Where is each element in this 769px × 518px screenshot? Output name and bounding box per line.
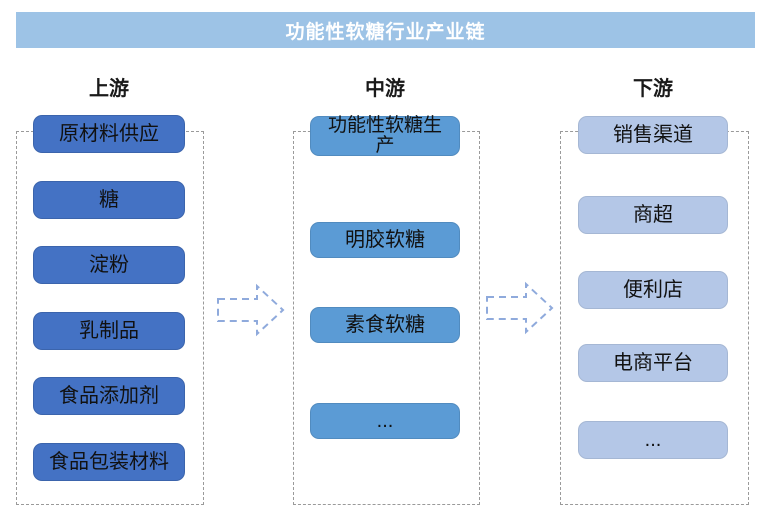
downstream-item-ecommerce-platform: 电商平台 <box>578 344 728 382</box>
upstream-item-starch: 淀粉 <box>33 246 185 284</box>
midstream-item-gummy-production: 功能性软糖生产 <box>310 116 460 156</box>
upstream-item-sugar: 糖 <box>33 181 185 219</box>
flow-arrow-midstream-to-downstream-icon <box>486 281 554 335</box>
diagram-title: 功能性软糖行业产业链 <box>16 12 755 48</box>
column-header-midstream: 中游 <box>365 78 405 100</box>
midstream-item-vegan-gummy: 素食软糖 <box>310 307 460 343</box>
midstream-item-ellipsis: ... <box>310 403 460 439</box>
downstream-item-sales-channels: 销售渠道 <box>578 116 728 154</box>
upstream-item-dairy: 乳制品 <box>33 312 185 350</box>
upstream-item-food-additives: 食品添加剂 <box>33 377 185 415</box>
column-header-upstream: 上游 <box>89 78 129 100</box>
column-header-downstream: 下游 <box>633 78 673 100</box>
midstream-item-gelatin-gummy: 明胶软糖 <box>310 222 460 258</box>
downstream-item-supermarket: 商超 <box>578 196 728 234</box>
downstream-item-convenience-store: 便利店 <box>578 271 728 309</box>
flow-arrow-upstream-to-midstream-icon <box>217 283 285 337</box>
upstream-item-packaging-materials: 食品包装材料 <box>33 443 185 481</box>
upstream-item-raw-material-supply: 原材料供应 <box>33 115 185 153</box>
downstream-item-ellipsis: ... <box>578 421 728 459</box>
